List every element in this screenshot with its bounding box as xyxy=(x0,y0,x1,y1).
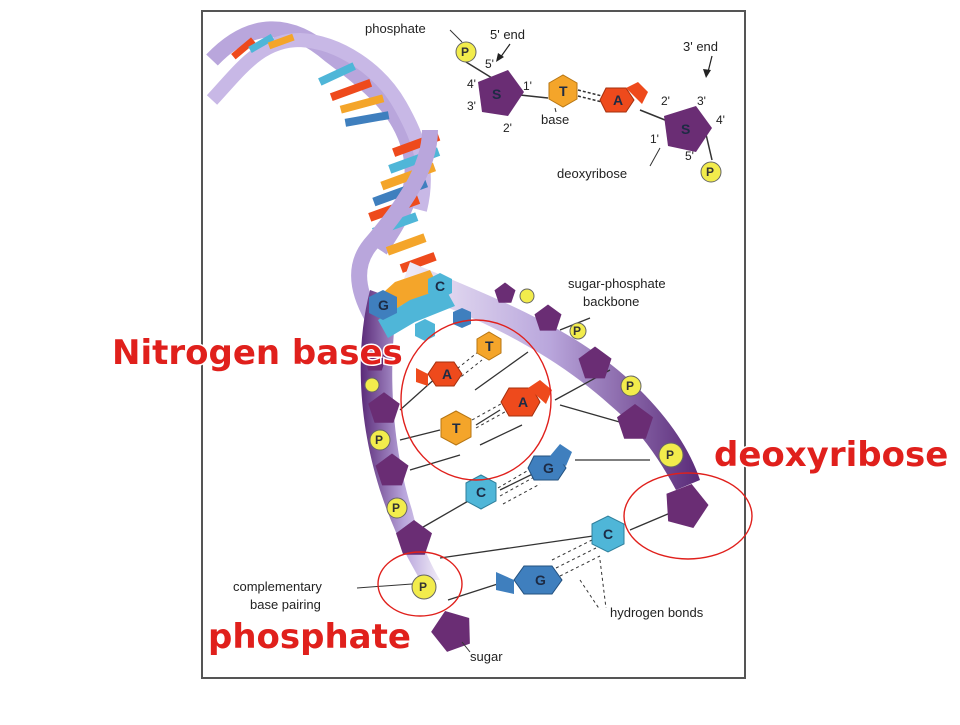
svg-text:P: P xyxy=(419,580,427,594)
svg-text:T: T xyxy=(559,83,568,99)
carbon-1-right: 1' xyxy=(650,132,659,146)
inset-thymine: T xyxy=(548,74,578,108)
label-base-pairing: base pairing xyxy=(250,597,321,612)
label-phosphate: phosphate xyxy=(365,21,426,36)
inset-phosphate-top xyxy=(455,41,477,63)
label-sugar: sugar xyxy=(470,649,503,664)
svg-text:T: T xyxy=(485,338,494,354)
carbon-1-left: 1' xyxy=(523,79,532,93)
guanine-3: G xyxy=(527,444,572,481)
svg-text:G: G xyxy=(535,572,546,588)
svg-text:T: T xyxy=(452,420,461,436)
carbon-3-left: 3' xyxy=(467,99,476,113)
inset-sugar-right xyxy=(664,106,712,152)
highlight-nitrogen-bases xyxy=(400,319,552,481)
cytosine-3: C xyxy=(465,474,497,510)
svg-text:C: C xyxy=(476,484,486,500)
carbon-2-left: 2' xyxy=(503,121,512,135)
inset-sugar-left xyxy=(478,70,524,116)
label-backbone: backbone xyxy=(583,294,639,309)
svg-text:P: P xyxy=(375,433,383,447)
svg-text:G: G xyxy=(378,297,389,313)
annotation-phosphate: phosphate xyxy=(208,617,411,657)
carbon-5-right: 5' xyxy=(685,149,694,163)
hydrogen-bond-lines xyxy=(447,351,607,611)
figure-frame xyxy=(201,10,746,679)
svg-text:P: P xyxy=(706,165,714,179)
pair-CG-3: C G xyxy=(465,444,572,510)
upper-C: C xyxy=(428,273,452,299)
svg-text:P: P xyxy=(573,324,581,338)
guanine-4: G xyxy=(496,565,563,595)
label-3-end: 3' end xyxy=(683,39,718,54)
carbon-5-left: 5' xyxy=(485,57,494,71)
label-hydrogen-bonds: hydrogen bonds xyxy=(610,605,704,620)
svg-text:S: S xyxy=(492,86,501,102)
highlight-phosphate xyxy=(377,551,463,617)
svg-text:A: A xyxy=(613,92,623,108)
label-base: base xyxy=(541,112,569,127)
inset-phosphate-bottom xyxy=(700,161,722,183)
cytosine-4: C xyxy=(591,515,625,553)
right-strand: P P P xyxy=(569,322,713,531)
svg-text:G: G xyxy=(543,460,554,476)
thymine-2: T xyxy=(440,410,472,446)
annotation-nitrogen-bases: Nitrogen bases xyxy=(112,333,403,373)
svg-text:C: C xyxy=(603,526,613,542)
backbone-ribbon-right xyxy=(400,262,700,490)
left-strand: P P P xyxy=(368,392,478,655)
inset-adenine: A xyxy=(599,82,648,113)
label-sugar-phosphate: sugar-phosphate xyxy=(568,276,666,291)
phosphate-highlighted xyxy=(411,574,437,600)
carbon-4-left: 4' xyxy=(467,77,476,91)
svg-text:P: P xyxy=(626,379,634,393)
svg-text:A: A xyxy=(518,394,528,410)
thymine-1: T xyxy=(476,331,502,361)
label-5-end: 5' end xyxy=(490,27,525,42)
label-complementary: complementary xyxy=(233,579,322,594)
helix-ribbon-c xyxy=(351,129,438,335)
svg-text:S: S xyxy=(681,121,690,137)
svg-text:C: C xyxy=(435,278,445,294)
svg-text:P: P xyxy=(392,501,400,515)
pair-GC-4: G C xyxy=(496,515,625,595)
helix-top xyxy=(206,21,441,335)
adenine-2: A xyxy=(500,380,552,417)
adenine-1: A xyxy=(416,361,463,387)
carbon-2-right: 2' xyxy=(661,94,670,108)
upper-ladder: G C xyxy=(363,270,562,393)
carbon-3-right: 3' xyxy=(697,94,706,108)
svg-text:P: P xyxy=(666,448,674,462)
annotation-deoxyribose: deoxyribose xyxy=(714,435,948,475)
svg-text:P: P xyxy=(461,45,469,59)
highlight-deoxyribose xyxy=(623,472,753,560)
carbon-4-right: 4' xyxy=(716,113,725,127)
pair-TA-2: T A xyxy=(440,380,552,446)
pair-AT-1: A T xyxy=(416,331,502,387)
nucleotide-inset: P S T A S P xyxy=(449,29,722,183)
upper-G: G xyxy=(369,290,397,320)
label-deoxyribose-inset: deoxyribose xyxy=(557,166,627,181)
svg-text:A: A xyxy=(442,366,452,382)
